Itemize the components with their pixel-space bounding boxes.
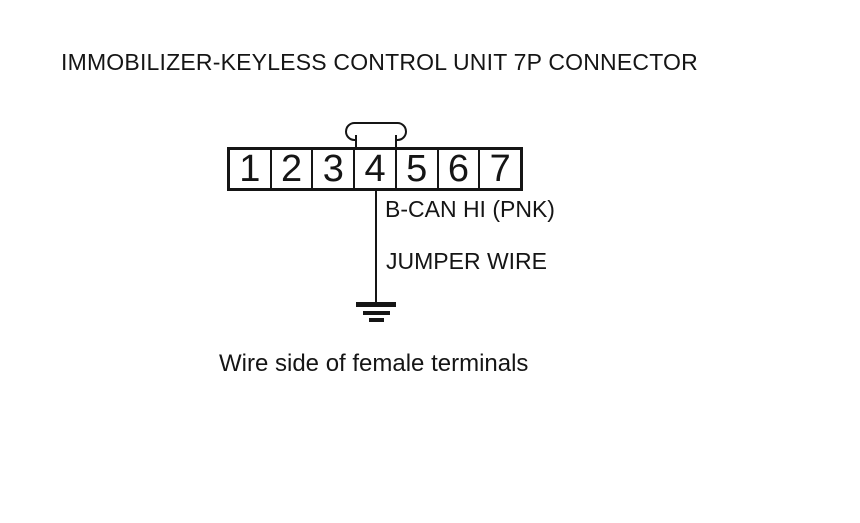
ground-bar-middle (362, 310, 390, 315)
connector-body: 1 2 3 4 5 6 7 (227, 147, 523, 191)
pin-cell-2: 2 (272, 150, 314, 188)
connector-key-tab-stem (355, 135, 397, 149)
ground-bar-top (356, 302, 396, 307)
pin-cell-4: 4 (355, 150, 397, 188)
pin-cell-3: 3 (313, 150, 356, 188)
ground-bar-bottom (368, 317, 384, 322)
jumper-wire-line (374, 191, 377, 303)
pin-cell-1: 1 (230, 150, 272, 188)
page-title: IMMOBILIZER-KEYLESS CONTROL UNIT 7P CONN… (61, 49, 698, 75)
signal-wire-label: B-CAN HI (PNK) (385, 196, 555, 222)
pin-cell-6: 6 (439, 150, 481, 188)
pin-cell-7: 7 (489, 148, 511, 190)
terminal-side-caption: Wire side of female terminals (219, 350, 529, 377)
pin-cell-5: 5 (397, 150, 439, 188)
jumper-wire-label: JUMPER WIRE (386, 248, 547, 274)
